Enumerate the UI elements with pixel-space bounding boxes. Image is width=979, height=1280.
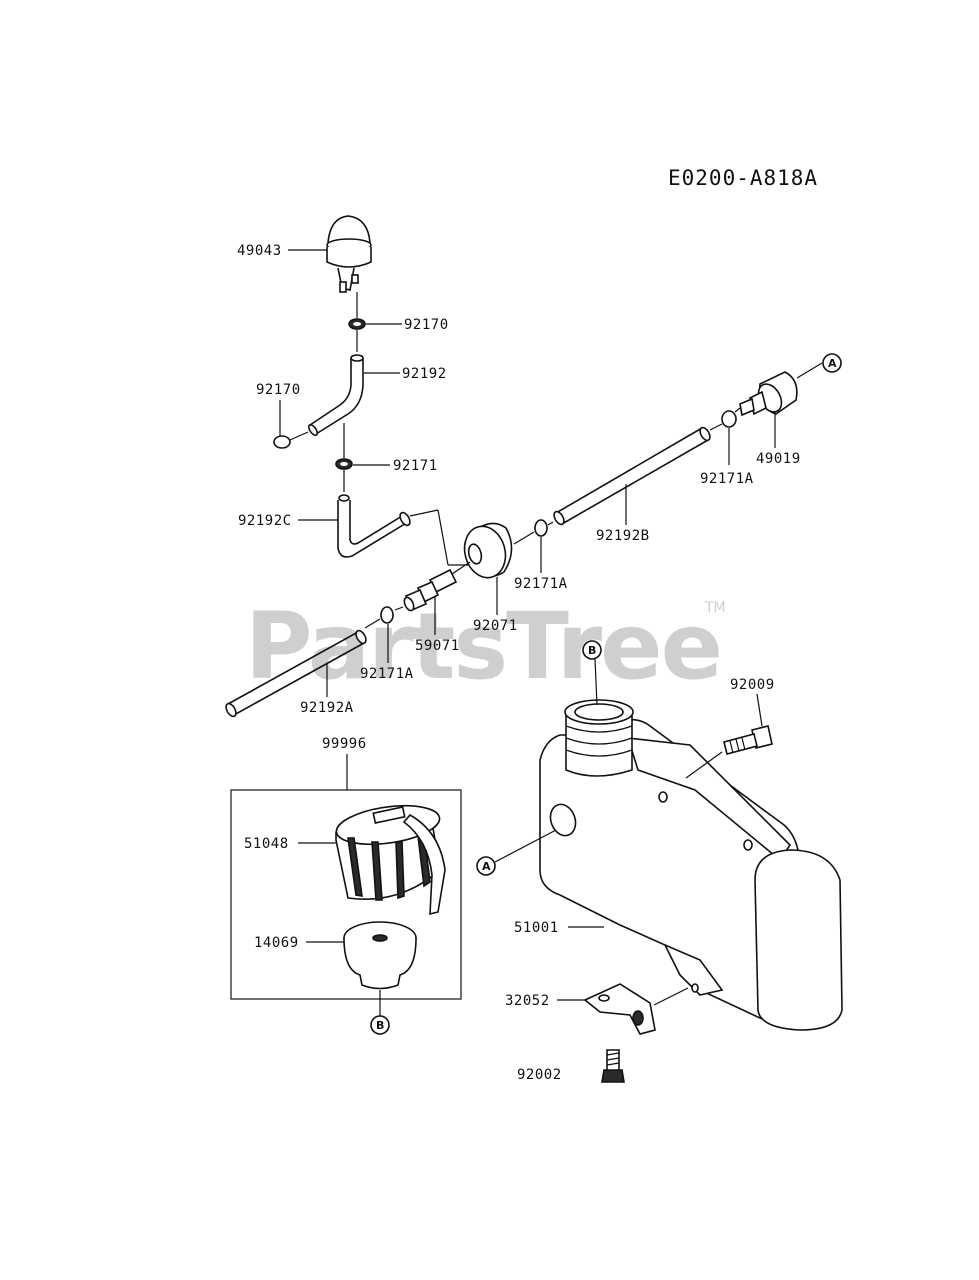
hose-92192b — [553, 426, 711, 526]
part-label-51001[interactable]: 51001 — [514, 920, 559, 936]
bolt-92009 — [723, 725, 773, 755]
assembly-line — [364, 618, 381, 629]
assembly-line — [394, 606, 404, 611]
part-label-92171a-right[interactable]: 92171A — [700, 471, 754, 487]
part-label-92192[interactable]: 92192 — [402, 366, 447, 382]
assembly-line — [685, 751, 723, 779]
fitting-59071 — [403, 568, 458, 612]
part-label-49019[interactable]: 49019 — [756, 451, 801, 467]
fuel-tank-51001 — [539, 699, 843, 1031]
clamp-92170-left — [273, 435, 291, 449]
primer-bulb-49043 — [326, 215, 372, 293]
part-label-92071[interactable]: 92071 — [473, 618, 518, 634]
gasket-14069 — [343, 921, 417, 990]
hose-92192 — [307, 354, 364, 437]
grommet-92071 — [463, 522, 513, 579]
assembly-line — [653, 987, 689, 1006]
part-label-92171a-mid[interactable]: 92171A — [514, 576, 568, 592]
part-label-92170-left[interactable]: 92170 — [256, 382, 301, 398]
hose-92192a — [225, 629, 367, 718]
assembly-line — [437, 509, 449, 566]
part-label-49043[interactable]: 49043 — [237, 243, 282, 259]
assembly-line — [513, 531, 535, 545]
part-label-92171a-low[interactable]: 92171A — [360, 666, 414, 682]
assembly-line — [594, 658, 598, 706]
assembly-line — [289, 431, 309, 441]
part-label-92009[interactable]: 92009 — [730, 677, 775, 693]
part-label-99996[interactable]: 99996 — [322, 736, 367, 752]
fuel-filter-49019 — [739, 371, 798, 417]
reference-marker-a-bottom-label: A — [482, 860, 491, 873]
reference-marker-a-bottom — [476, 856, 496, 876]
part-label-92192a[interactable]: 92192A — [300, 700, 354, 716]
watermark-brand: PartsTree — [245, 593, 721, 700]
clamp-92170-top — [348, 318, 366, 330]
clamp-92171a-mid — [534, 519, 548, 537]
clamp-92171 — [335, 458, 353, 470]
assembly-line — [547, 521, 554, 526]
clamp-92171a-low — [380, 606, 394, 624]
reference-marker-a-top — [822, 353, 842, 373]
bolt-92002 — [601, 1049, 625, 1083]
bracket-32052 — [583, 983, 656, 1035]
part-label-14069[interactable]: 14069 — [254, 935, 299, 951]
reference-marker-b-top-label: B — [588, 644, 596, 657]
assembly-line — [709, 423, 723, 431]
assembly-line — [451, 561, 471, 575]
part-label-59071[interactable]: 59071 — [415, 638, 460, 654]
part-label-92192c[interactable]: 92192C — [238, 513, 292, 529]
reference-marker-b-top — [582, 640, 602, 660]
assembly-line — [409, 509, 439, 517]
part-label-92171[interactable]: 92171 — [393, 458, 438, 474]
part-label-92192b[interactable]: 92192B — [596, 528, 650, 544]
clamp-92171a-right — [721, 410, 737, 428]
assembly-line — [494, 829, 557, 863]
hose-92192c — [337, 494, 411, 558]
reference-marker-a-label: A — [828, 357, 837, 370]
part-label-32052[interactable]: 32052 — [505, 993, 550, 1009]
reference-marker-b-bottom — [370, 1015, 390, 1035]
cap-assembly-box — [230, 789, 462, 1000]
assembly-line — [734, 407, 741, 413]
part-label-51048[interactable]: 51048 — [244, 836, 289, 852]
assembly-line — [796, 362, 823, 379]
part-label-92170-top[interactable]: 92170 — [404, 317, 449, 333]
leader-92009 — [756, 693, 763, 727]
watermark-trademark: TM — [704, 600, 726, 616]
reference-marker-b-label: B — [376, 1019, 384, 1032]
part-label-92002[interactable]: 92002 — [517, 1067, 562, 1083]
cap-51048 — [335, 804, 446, 916]
diagram-code: E0200-A818A — [668, 166, 818, 190]
